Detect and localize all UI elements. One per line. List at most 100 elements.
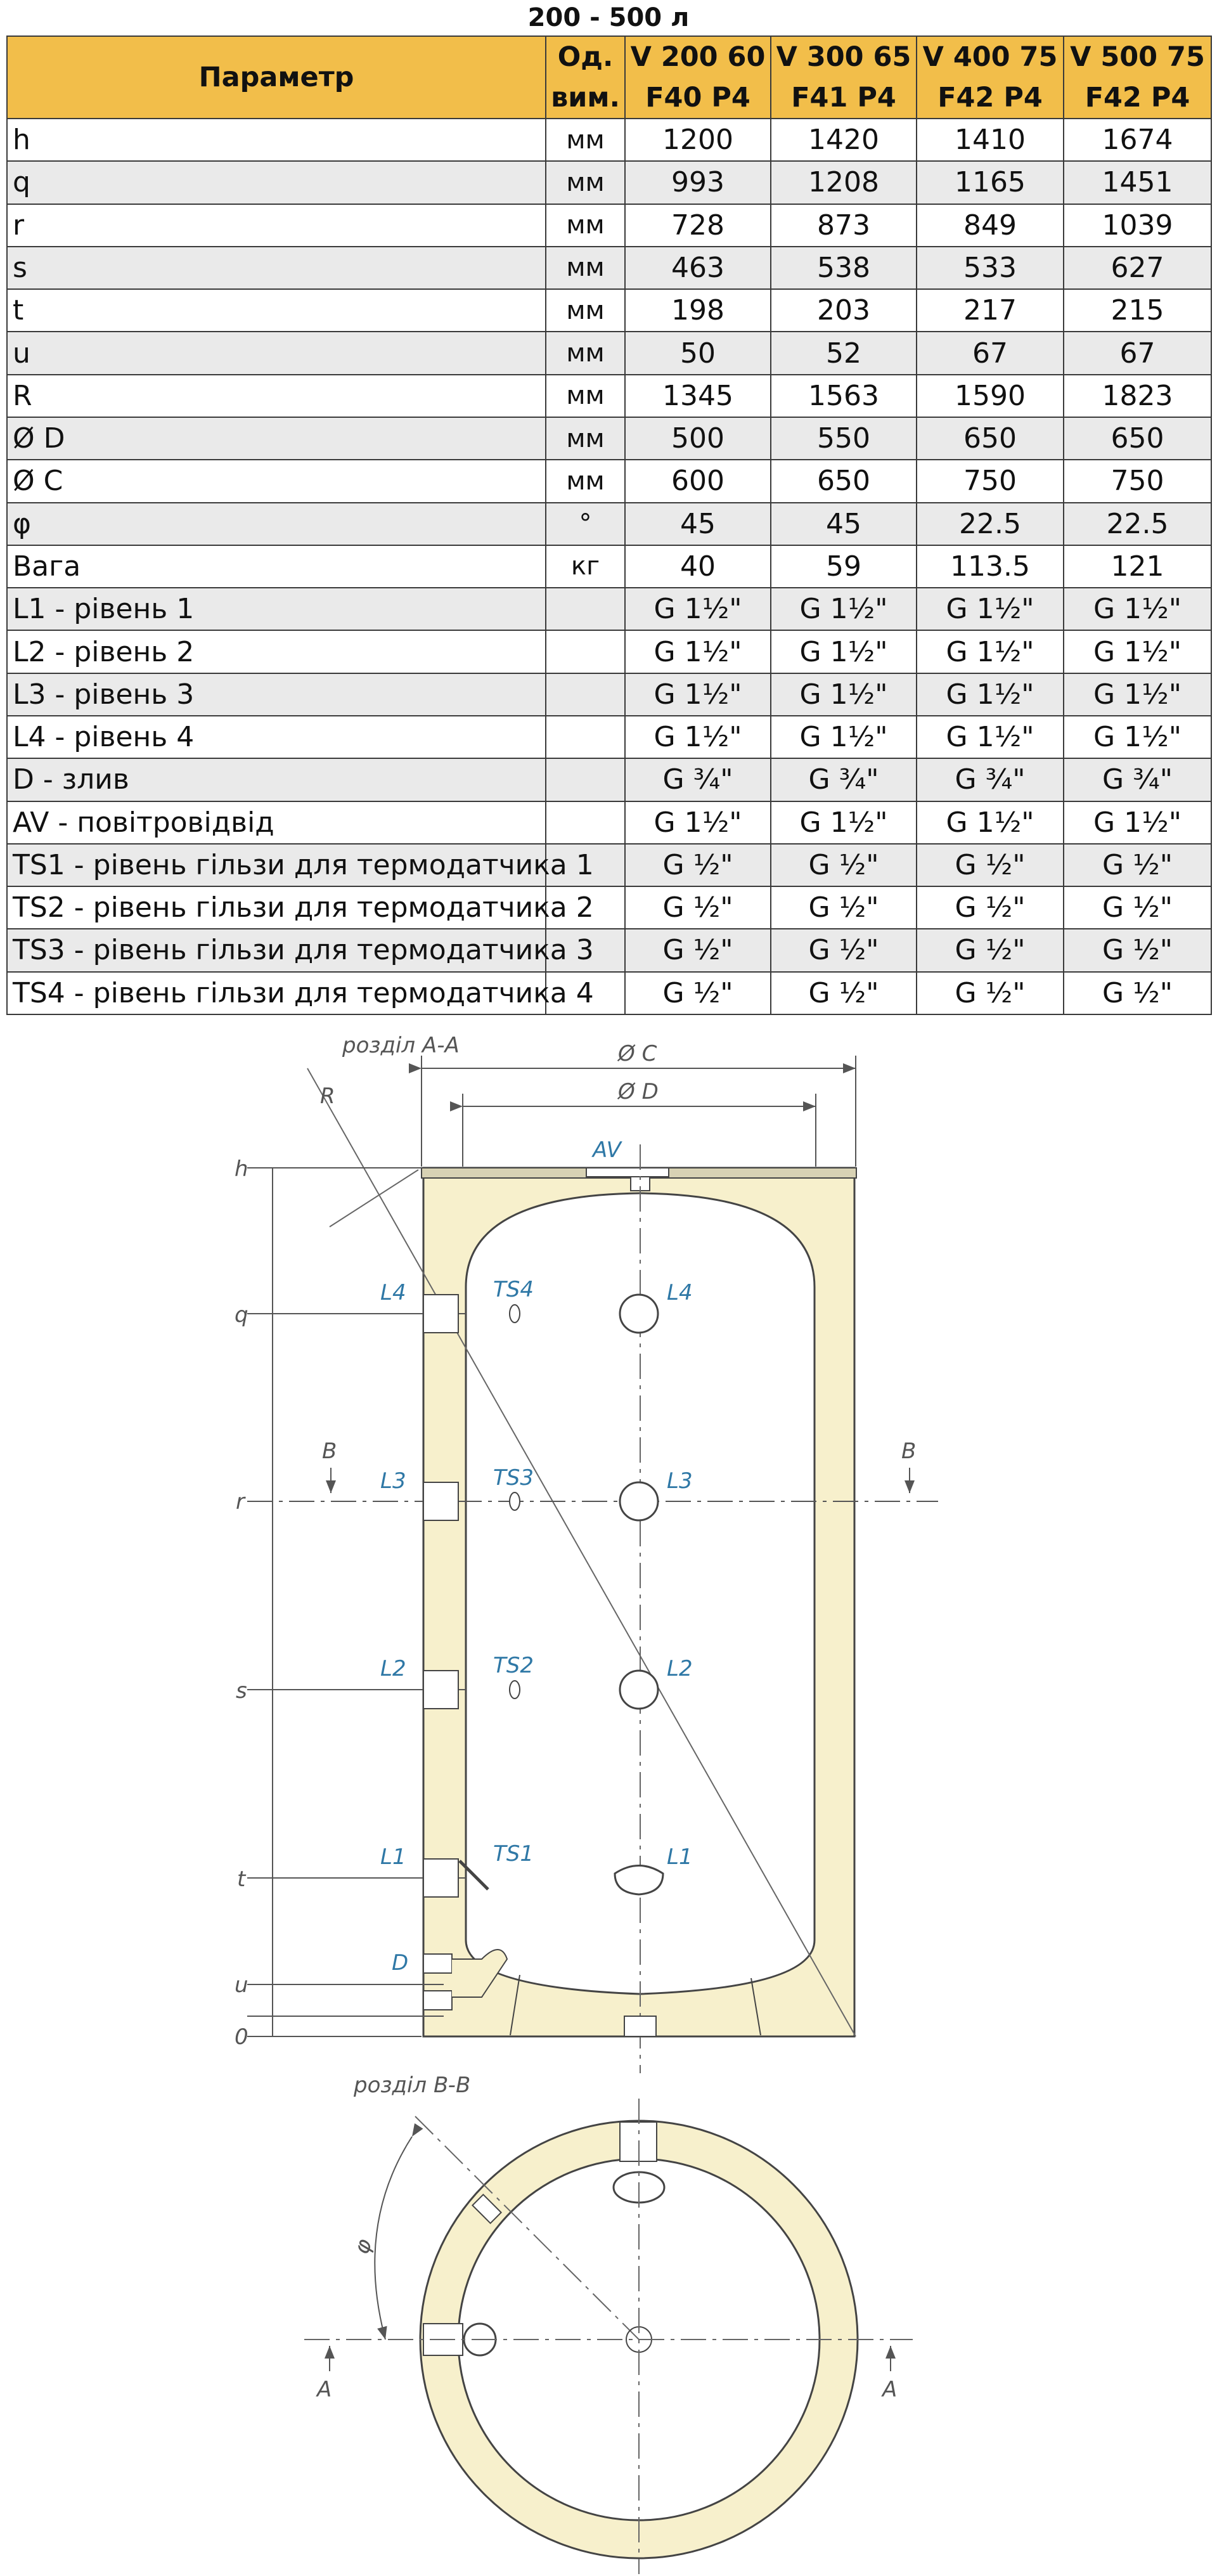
cell-value: G 1½" (770, 672, 917, 716)
cell-value: G 1½" (770, 630, 917, 674)
cell-param: TS1 - рівень гільзи для термодатчика 1 (6, 843, 594, 888)
cell-value: G 1½" (770, 715, 917, 760)
cell-value: G ½" (770, 886, 917, 930)
cell-value: 1039 (1063, 203, 1212, 247)
section-aa-label: розділ A-A (342, 1033, 460, 1058)
header-unit: Од. вим. (545, 36, 626, 119)
cell-value: 538 (770, 245, 917, 290)
cell-value: G ½" (916, 843, 1064, 888)
cell-value: G ½" (770, 971, 917, 1016)
cell-value: 113.5 (916, 544, 1064, 589)
cell-unit: ° (545, 502, 626, 546)
cell-value: 1165 (916, 160, 1064, 205)
cell-param: t (6, 288, 546, 333)
cell-param: D - злив (6, 758, 546, 802)
cell-value: 650 (916, 416, 1064, 461)
cell-value: G 1½" (1063, 800, 1212, 845)
level-q: q (235, 1302, 248, 1328)
cell-value: G ½" (624, 928, 771, 973)
cell-value: 1674 (1063, 117, 1212, 162)
cell-value: 67 (916, 331, 1064, 375)
cell-unit: мм (545, 373, 626, 418)
cell-value: G 1½" (624, 630, 771, 674)
cut-a-marks (325, 2346, 896, 2371)
cell-value: 500 (624, 416, 771, 461)
level-0: 0 (235, 2024, 248, 2050)
cell-value: 52 (770, 331, 917, 375)
cell-value: 22.5 (916, 502, 1064, 546)
cell-value: 1410 (916, 117, 1064, 162)
cell-value: G ½" (916, 928, 1064, 973)
cell-param: r (6, 203, 546, 247)
cell-param: Ø D (6, 416, 546, 461)
table-header-row: Параметр Од. вим. V 200 60 F40 P4 V 300 … (6, 36, 1212, 119)
level-r: r (236, 1489, 246, 1515)
cell-unit (545, 886, 626, 930)
cell-value: 993 (624, 160, 771, 205)
cell-value: 650 (770, 459, 917, 503)
cell-unit: мм (545, 288, 626, 333)
sensor-ts2-label: TS2 (493, 1653, 534, 1678)
cell-param: R (6, 373, 546, 418)
cell-value: 215 (1063, 288, 1212, 333)
dim-c-label: Ø C (617, 1041, 657, 1066)
header-param: Параметр (6, 36, 546, 119)
port-l3-label: L3 (380, 1468, 406, 1494)
cell-value: 1420 (770, 117, 917, 162)
cell-value: G ½" (916, 971, 1064, 1016)
cell-param: φ (6, 502, 546, 546)
port-l4-label: L4 (380, 1280, 406, 1305)
cell-value: 627 (1063, 245, 1212, 290)
cell-value: G 1½" (770, 800, 917, 845)
spec-table: Параметр Од. вим. V 200 60 F40 P4 V 300 … (6, 36, 1212, 1016)
cell-value: 121 (1063, 544, 1212, 589)
tank-drawing: розділ A-A Ø C Ø D R AV (235, 1033, 938, 2574)
av-label: AV (591, 1137, 623, 1163)
cell-value: 217 (916, 288, 1064, 333)
cell-unit: мм (545, 416, 626, 461)
header-model-3-line1: V 400 75 (922, 41, 1058, 73)
cell-param: TS4 - рівень гільзи для термодатчика 4 (6, 971, 594, 1016)
cell-value: G 1½" (1063, 672, 1212, 716)
cell-value: G ¾" (624, 758, 771, 802)
header-model-3-line2: F42 P4 (937, 82, 1043, 113)
cut-b-right-label: B (901, 1439, 916, 1464)
cell-value: 1451 (1063, 160, 1212, 205)
cell-value: 40 (624, 544, 771, 589)
header-model-4-line1: V 500 75 (1070, 41, 1205, 73)
cell-unit: кг (545, 544, 626, 589)
drain-label: D (392, 1950, 408, 1976)
cell-param: L2 - рівень 2 (6, 630, 546, 674)
cell-value: G ½" (770, 843, 917, 888)
cell-value: 45 (624, 502, 771, 546)
header-unit-line2: вим. (551, 82, 620, 113)
header-model-1-line1: V 200 60 (630, 41, 766, 73)
cell-unit (545, 630, 626, 674)
cell-value: G 1½" (770, 587, 917, 631)
header-model-2: V 300 65 F41 P4 (770, 36, 917, 119)
cell-value: 750 (1063, 459, 1212, 503)
radius-line (307, 1068, 856, 2037)
section-bb-label: розділ B-B (353, 2073, 470, 2098)
radius-label: R (320, 1084, 335, 1109)
cell-value: 1345 (624, 373, 771, 418)
cell-unit: мм (545, 331, 626, 375)
header-model-4-line2: F42 P4 (1085, 82, 1190, 113)
cell-value: 600 (624, 459, 771, 503)
cell-param: L4 - рівень 4 (6, 715, 546, 760)
cell-value: 533 (916, 245, 1064, 290)
cell-unit (545, 715, 626, 760)
cell-value: 59 (770, 544, 917, 589)
